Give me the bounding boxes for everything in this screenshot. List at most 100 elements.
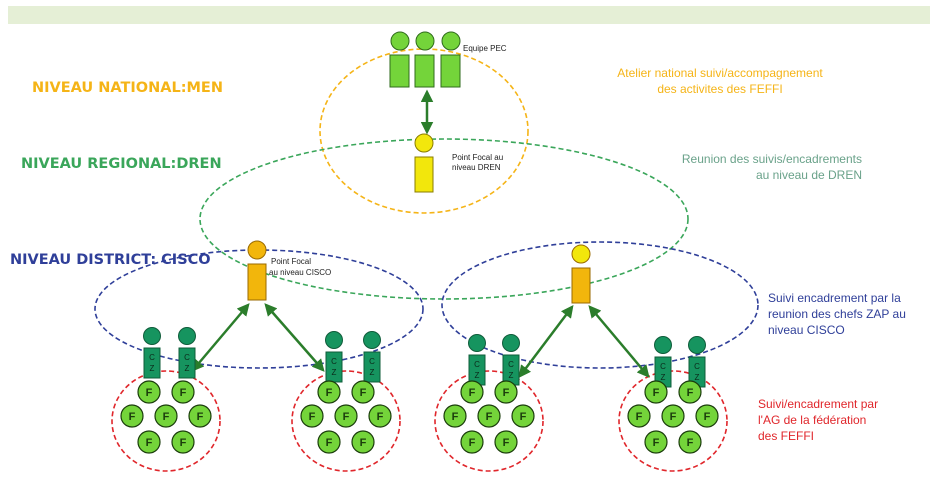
level-district-label: NIVEAU DISTRICT: CISCO	[10, 252, 211, 268]
district-note: Suivi encadrement par la reunion des che…	[768, 290, 936, 338]
point-focal-cisco-left	[247, 240, 267, 301]
feffi-node: F	[171, 430, 195, 454]
feffi-letter: F	[360, 387, 367, 399]
level-regional-label: NIVEAU REGIONAL:DREN	[21, 156, 222, 172]
feffi-letter: F	[309, 411, 316, 423]
feffi-letter: F	[687, 437, 694, 449]
feffi-letter: F	[146, 437, 153, 449]
point-focal-dren	[414, 133, 434, 193]
feffi-node: F	[334, 404, 358, 428]
feffi-letter: F	[197, 411, 204, 423]
feffi-node: F	[644, 380, 668, 404]
feffi-node: F	[661, 404, 685, 428]
district-note-line1: Suivi encadrement par la	[768, 291, 901, 305]
feffi-node: F	[494, 430, 518, 454]
national-ellipse	[319, 48, 529, 214]
feffi-node: F	[300, 404, 324, 428]
feffi-letter: F	[486, 411, 493, 423]
district-note-line3: niveau CISCO	[768, 323, 845, 337]
district-note-line2: reunion des chefs ZAP au	[768, 307, 906, 321]
zap-chief-letter: C	[369, 357, 375, 366]
feffi-letter: F	[146, 387, 153, 399]
feffi-letter: F	[360, 437, 367, 449]
feffi-letter: F	[452, 411, 459, 423]
feffi-node: F	[137, 380, 161, 404]
pf-cisco-label-line2: au niveau CISCO	[269, 268, 332, 277]
feffi-letter: F	[163, 411, 170, 423]
feffi-letter: F	[180, 437, 187, 449]
feffi-node: F	[477, 404, 501, 428]
zap-chief-letter: C	[660, 362, 666, 371]
zap-chief-node: CZ	[468, 334, 486, 386]
zap-chief-letter: Z	[332, 368, 337, 377]
feffi-node: F	[678, 380, 702, 404]
feffi-node: F	[171, 380, 195, 404]
feffi-node: F	[443, 404, 467, 428]
feffi-node: F	[460, 430, 484, 454]
feffi-node: F	[317, 430, 341, 454]
zap-chief-letter: C	[694, 362, 700, 371]
feffi-node: F	[678, 430, 702, 454]
top-banner	[8, 6, 930, 24]
feffi-letter: F	[670, 411, 677, 423]
zap-chief-node: CZ	[363, 331, 381, 383]
pf-cisco-label-line1: Point Focal	[271, 257, 312, 266]
federation-note: Suivi/encadrement par l'AG de la fédérat…	[758, 396, 928, 444]
regional-note-line1: Reunion des suivis/encadrements	[681, 152, 862, 166]
feffi-letter: F	[636, 411, 643, 423]
zap-chief-node: CZ	[688, 336, 706, 388]
zap-chief-node: CZ	[178, 327, 196, 379]
feffi-letter: F	[503, 387, 510, 399]
zap-chief-node: CZ	[325, 331, 343, 383]
feffi-node: F	[644, 430, 668, 454]
regional-note-line2: au niveau de DREN	[755, 168, 862, 182]
zap-chief-letter: C	[184, 353, 190, 362]
feffi-letter: F	[180, 387, 187, 399]
equipe-pec-label: Equipe PEC	[463, 44, 507, 53]
regional-ellipse	[199, 138, 689, 300]
feffi-letter: F	[503, 437, 510, 449]
federation-note-line1: Suivi/encadrement par	[758, 397, 879, 411]
zap-chief-letter: C	[508, 360, 514, 369]
regional-note: Reunion des suivis/encadrements au nivea…	[630, 151, 862, 183]
level-national-label: NIVEAU NATIONAL:MEN	[32, 80, 223, 96]
feffi-letter: F	[469, 387, 476, 399]
federation-note-line2: l'AG de la fédération	[758, 413, 867, 427]
zap-chief-letter: Z	[695, 373, 700, 382]
zap-chief-letter: C	[149, 353, 155, 362]
zap-chief-letter: Z	[185, 364, 190, 373]
feffi-node: F	[351, 430, 375, 454]
feffi-letter: F	[326, 437, 333, 449]
zap-chief-node: CZ	[654, 336, 672, 388]
federation-circle-2	[291, 370, 401, 472]
feffi-letter: F	[687, 387, 694, 399]
zap-chief-letter: Z	[475, 371, 480, 380]
feffi-node: F	[460, 380, 484, 404]
national-note-line1: Atelier national suivi/accompagnement	[617, 66, 823, 80]
zap-chief-letter: Z	[661, 373, 666, 382]
zap-chief-letter: C	[474, 360, 480, 369]
national-note: Atelier national suivi/accompagnement de…	[585, 65, 855, 97]
feffi-node: F	[120, 404, 144, 428]
feffi-node: F	[627, 404, 651, 428]
pf-dren-label-line1: Point Focal au	[452, 153, 504, 162]
feffi-node: F	[494, 380, 518, 404]
zap-chief-node: CZ	[143, 327, 161, 379]
equipe-pec-group	[389, 31, 461, 88]
feffi-letter: F	[469, 437, 476, 449]
federation-circle-1	[111, 370, 221, 472]
feffi-node: F	[695, 404, 719, 428]
point-focal-cisco-right	[571, 244, 591, 304]
federation-note-line3: des FEFFI	[758, 429, 815, 443]
arrow-cisco-left-2	[264, 303, 325, 372]
district-ellipse-right	[441, 241, 759, 369]
feffi-node: F	[188, 404, 212, 428]
zap-chief-letter: Z	[509, 371, 514, 380]
feffi-letter: F	[653, 437, 660, 449]
feffi-node: F	[351, 380, 375, 404]
feffi-letter: F	[520, 411, 527, 423]
zap-chief-node: CZ	[502, 334, 520, 386]
